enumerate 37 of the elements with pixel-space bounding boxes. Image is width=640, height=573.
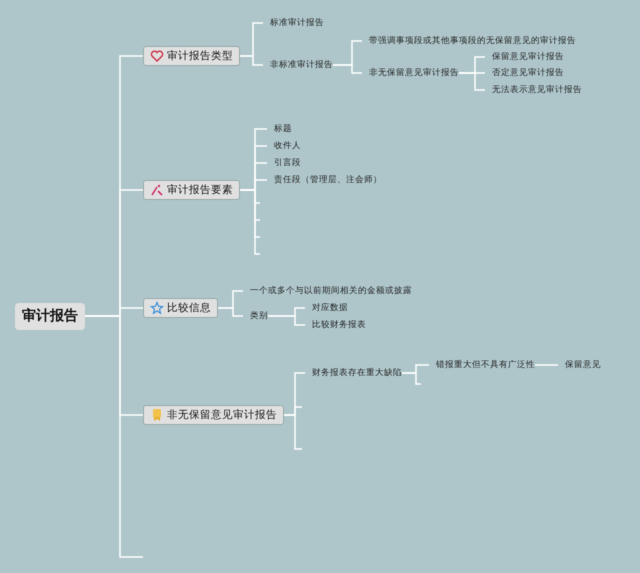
- root-topic-box: 审计报告: [15, 302, 85, 330]
- connector: [240, 55, 263, 66]
- topic-text: 错报重大但不具有广泛性: [429, 360, 535, 370]
- connector: [218, 307, 243, 317]
- topic-text: 责任段（管理层、注会师）: [267, 175, 382, 185]
- topic-text: 非标准审计报告: [263, 60, 333, 70]
- topic-text: 否定意见审计报告: [485, 68, 564, 78]
- topic-text: 类别: [243, 311, 268, 321]
- topic-text: 标题: [267, 124, 292, 134]
- connector: [284, 414, 302, 450]
- topic-text: 财务报表存在重大缺陷: [305, 368, 402, 378]
- topic-box: [143, 298, 218, 318]
- connector: [240, 189, 260, 255]
- connector: [333, 64, 362, 74]
- topic-label: 审计报告要素: [167, 183, 233, 197]
- connector: [459, 72, 485, 91]
- topic-label: 比较信息: [167, 301, 211, 315]
- topic-box: [143, 405, 284, 425]
- connector: [402, 372, 421, 385]
- topic-text: 比较财务报表: [305, 320, 366, 330]
- topic-box: [143, 180, 240, 200]
- topic-text: 非无保留意见审计报告: [362, 68, 459, 78]
- topic-text: 引言段: [267, 158, 301, 168]
- connector: [535, 364, 558, 366]
- topic-box: [143, 46, 240, 66]
- topic-label: 审计报告类型: [167, 49, 233, 63]
- topic-text: 保留意见: [558, 360, 601, 370]
- topic-text: 收件人: [267, 141, 301, 151]
- topic-text: 标准审计报告: [263, 18, 324, 28]
- topic-text: 带强调事项段或其他事项段的无保留意见的审计报告: [362, 36, 576, 46]
- topic-text: 无法表示意见审计报告: [485, 85, 582, 95]
- connector: [268, 315, 305, 326]
- connector: [85, 315, 143, 558]
- topic-text: 一个或多个与以前期间相关的金额或披露: [243, 286, 412, 296]
- topic-text: 保留意见审计报告: [485, 52, 564, 62]
- topic-label: 非无保留意见审计报告: [167, 408, 277, 422]
- topic-text: 对应数据: [305, 303, 348, 313]
